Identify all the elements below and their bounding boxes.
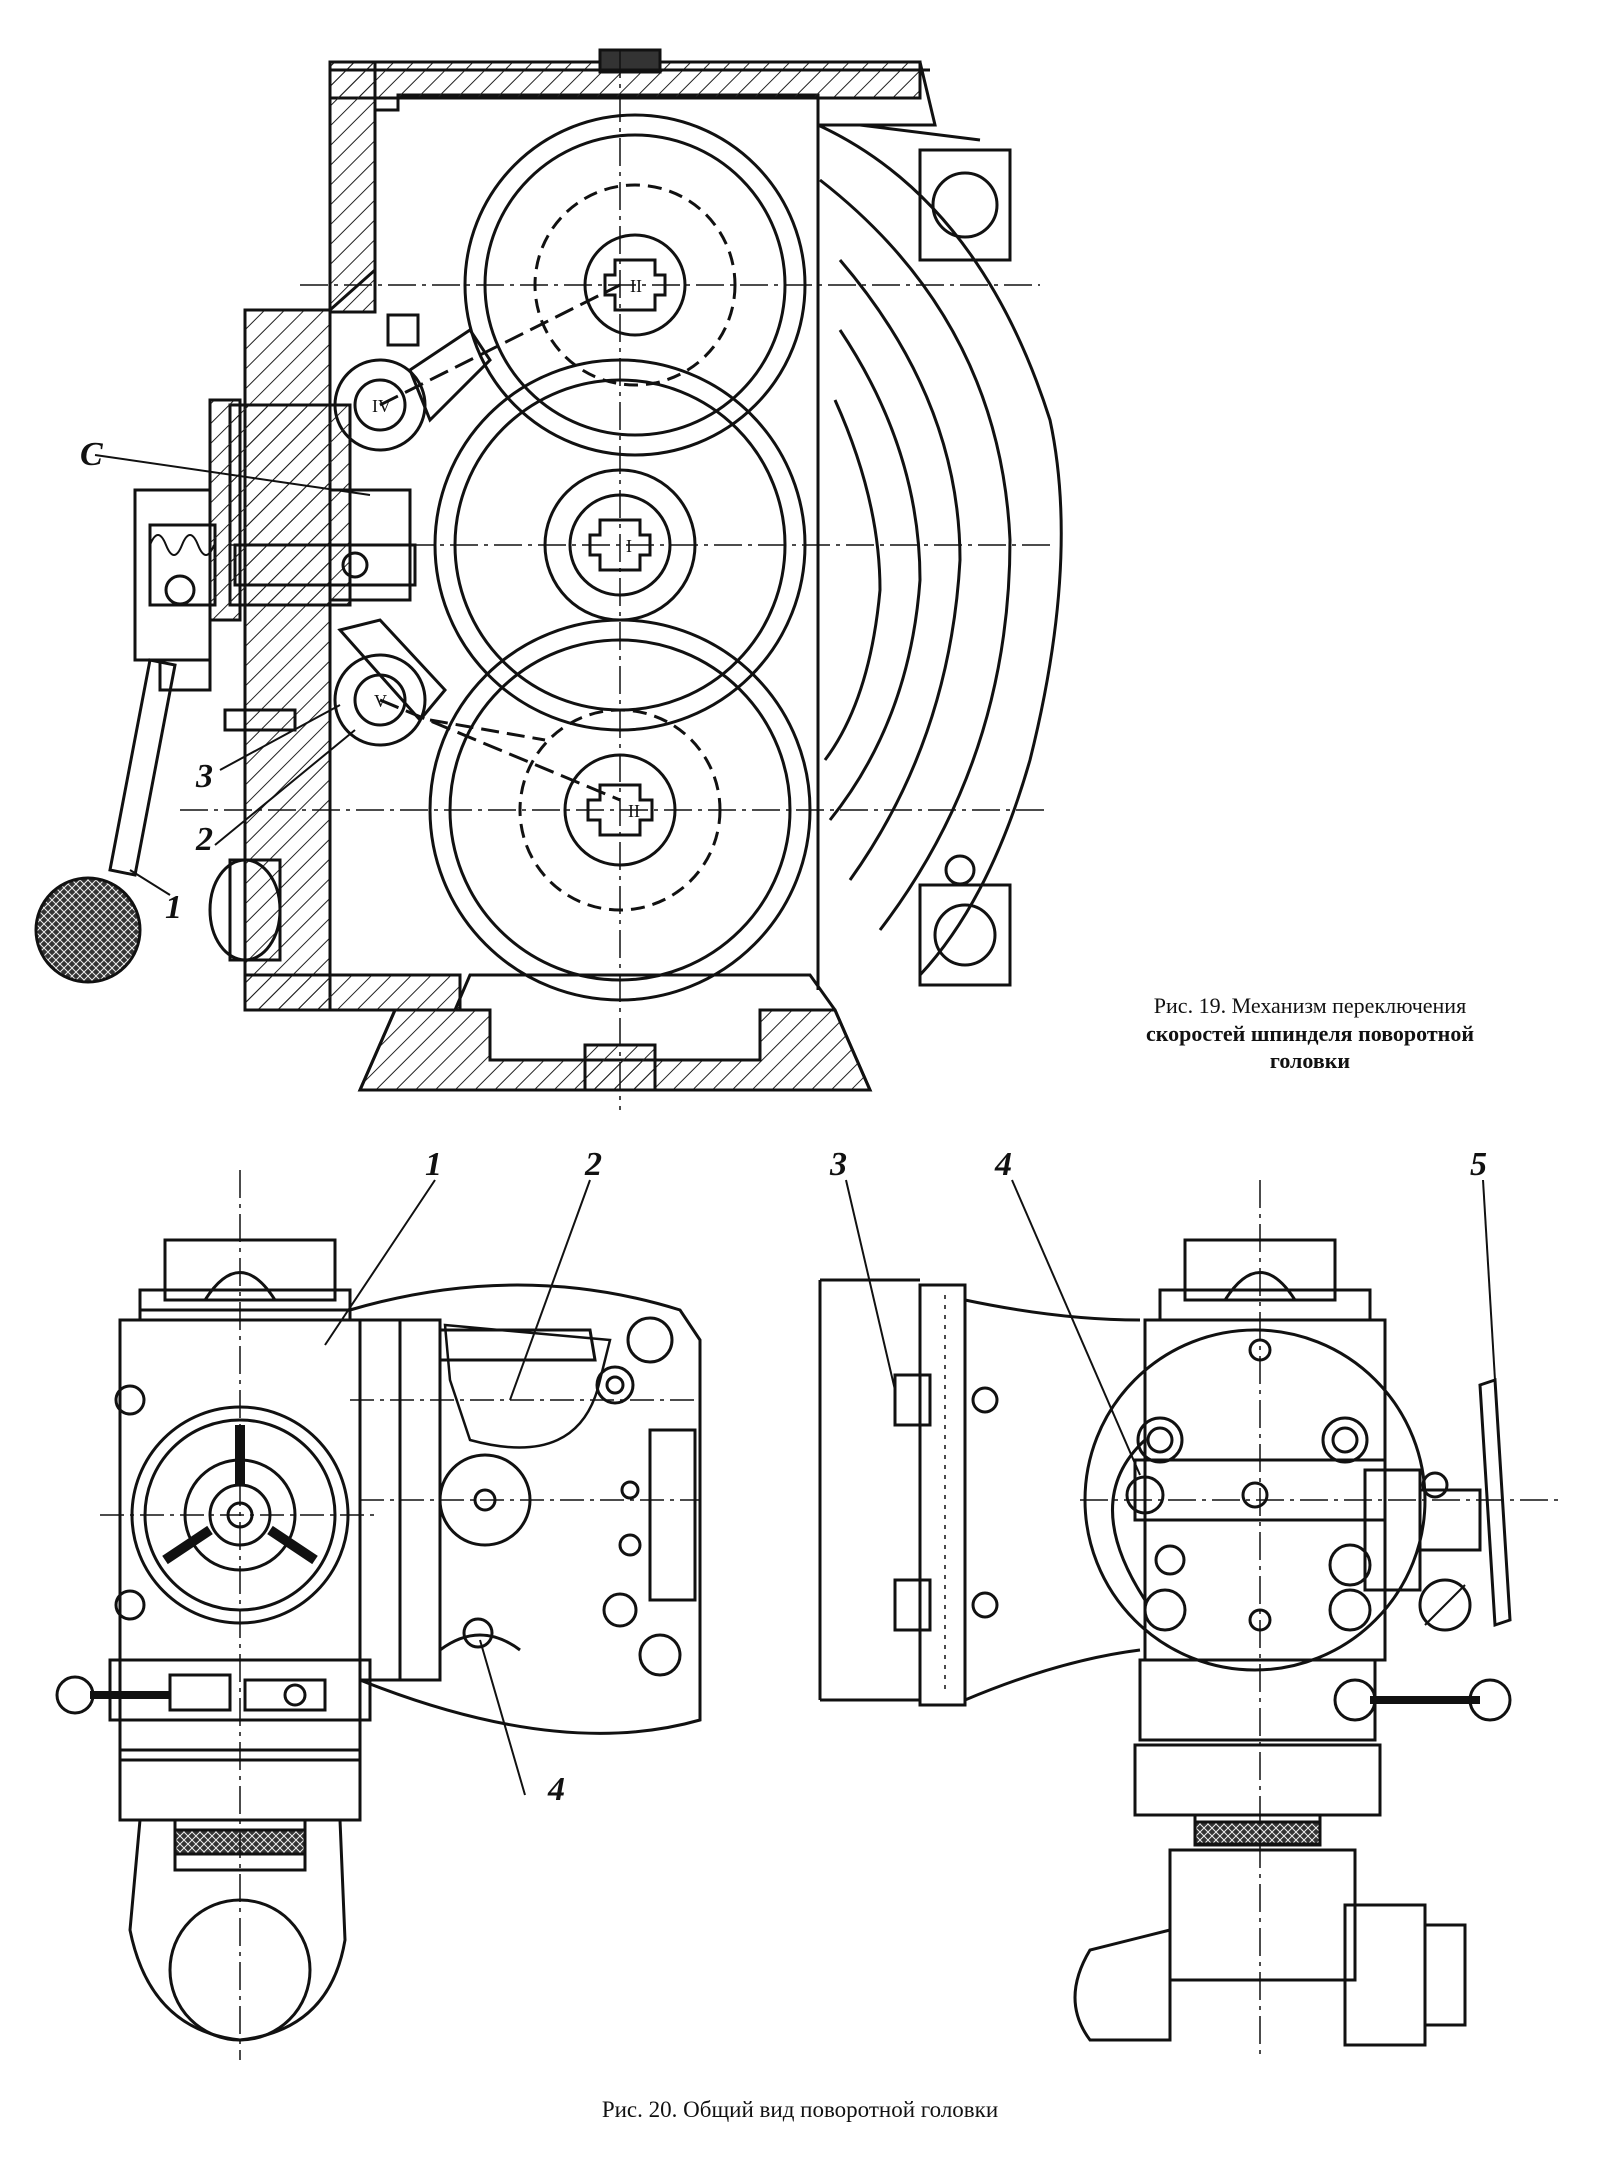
figure19-caption-line1: Рис. 19. Механизм переключения <box>1153 993 1467 1018</box>
callout-1: 1 <box>165 889 182 926</box>
callout-left-2: 2 <box>584 1146 602 1183</box>
shaft-mark-middle: I <box>626 536 632 556</box>
callout-right-3: 3 <box>829 1146 847 1183</box>
figure20-left-view <box>55 1170 702 2060</box>
figure19-caption-line2: скоростей шпинделя поворотной <box>1145 1020 1475 1046</box>
fig19-callouts: C 3 2 1 <box>80 436 213 926</box>
figure20-right-view <box>818 1179 1560 2060</box>
callout-right-5: 5 <box>1470 1146 1487 1183</box>
shaft-mark-fork-upper: IV <box>372 396 391 416</box>
fig20-right-callouts: 3 4 5 <box>829 1146 1487 1183</box>
callout-c: C <box>80 436 103 473</box>
shaft-mark-upper: II <box>630 276 642 296</box>
fig20-left-callouts: 1 2 4 <box>425 1146 602 1808</box>
selector-shaft <box>133 398 417 962</box>
figure19-caption-line3: головки <box>1269 1048 1351 1073</box>
figure19-drawing <box>34 48 1063 1110</box>
rear-cover <box>816 95 1063 990</box>
handle-lever <box>34 658 212 984</box>
shaft-mark-fork-lower: V <box>374 691 387 711</box>
fig19-leaders <box>94 454 371 896</box>
callout-left-1: 1 <box>425 1146 442 1183</box>
callout-left-4: 4 <box>547 1771 565 1808</box>
callout-right-4: 4 <box>994 1146 1012 1183</box>
shift-levers <box>333 283 621 802</box>
figure19-caption: Рис. 19. Механизм переключения скоростей… <box>1080 992 1540 1075</box>
fig19-shaft-marks: II IV I V II <box>372 276 642 821</box>
callout-3: 3 <box>195 758 213 795</box>
callout-2: 2 <box>195 821 213 858</box>
shaft-mark-lower: II <box>628 801 640 821</box>
figure20-caption: Рис. 20. Общий вид поворотной головки <box>601 2097 999 2122</box>
